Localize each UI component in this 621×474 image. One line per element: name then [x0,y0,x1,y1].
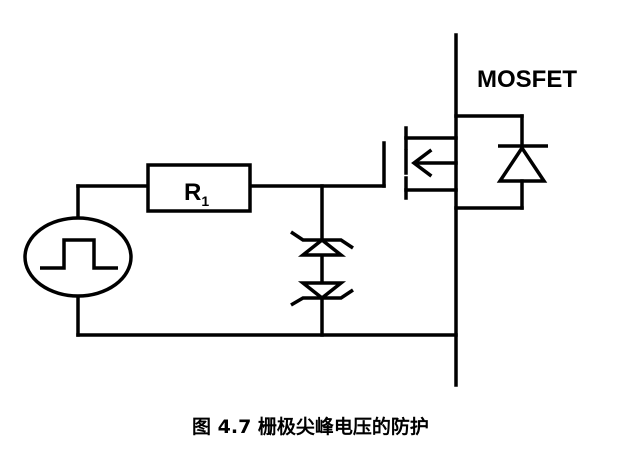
figure-caption: 图 4.7 栅极尖峰电压的防护 [192,416,429,438]
zener-lower [297,281,347,301]
body-diode-triangle [496,144,548,183]
mosfet-label: MOSFET [477,66,577,93]
pulse-source [23,216,133,298]
resistor-r1 [146,163,252,213]
zener-upper-bar [290,230,354,250]
mosfet-body-arrow [411,148,433,178]
pulse-waveform [40,238,118,270]
body-diode [496,144,548,183]
zener-diodes [290,230,354,307]
zener-upper [297,237,347,257]
resistor-label: R1 [184,179,209,209]
zener-lower-bar [290,288,354,307]
